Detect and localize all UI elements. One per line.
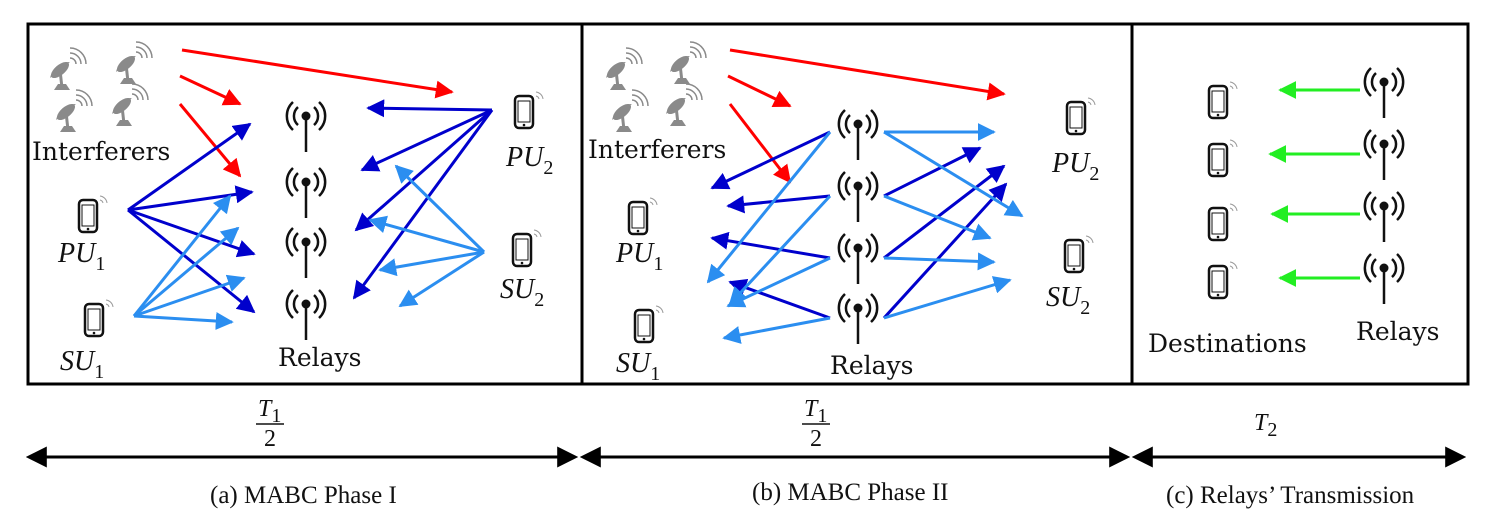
- destination-phone-icon: [1207, 260, 1239, 300]
- interferer-icon: [602, 46, 644, 92]
- pu2-label: PU2: [1051, 148, 1099, 185]
- interferer-icon: [608, 88, 650, 134]
- interferer-icon: [112, 40, 154, 86]
- su2-phone-icon: [1063, 234, 1095, 274]
- svg-text:2: 2: [264, 426, 276, 452]
- interferer-icon: [108, 82, 150, 128]
- pu2-phone-icon: [1065, 96, 1097, 136]
- phase-b-duration-label: T1 2: [802, 396, 830, 452]
- relay-icon: [837, 170, 879, 224]
- relay-icon: [837, 292, 879, 346]
- pu2-uplink-arrows: [352, 99, 494, 300]
- interferer-icon: [52, 88, 94, 134]
- interference-arrows: [727, 48, 1006, 184]
- relay-icon: [285, 288, 327, 342]
- phase-c-duration-label: T2: [1254, 410, 1277, 441]
- interferer-icon: [46, 46, 88, 92]
- relay-icon: [837, 108, 879, 162]
- interference-arrows: [178, 48, 454, 178]
- relay-downlink-su2-arrows: [883, 123, 1024, 320]
- svg-text:T1: T1: [804, 396, 827, 427]
- interferers-label: Interferers: [32, 137, 170, 166]
- su1-label: SU1: [60, 346, 104, 383]
- pu1-phone-icon: [77, 194, 109, 234]
- destination-phone-icon: [1207, 138, 1239, 178]
- relays-label: Relays: [1356, 317, 1439, 346]
- su2-uplink-arrows: [368, 164, 486, 308]
- su1-phone-icon: [633, 304, 665, 344]
- interferers-label: Interferers: [588, 135, 726, 164]
- pu1-phone-icon: [627, 196, 659, 236]
- pu1-label: PU1: [615, 238, 663, 275]
- destinations-label: Destinations: [1148, 329, 1307, 358]
- relay-icon: [285, 100, 327, 154]
- relay-icon: [285, 166, 327, 220]
- relays-label: Relays: [278, 343, 361, 372]
- panel-c-frame: [1130, 22, 1470, 386]
- relay-icon: [1363, 190, 1405, 244]
- su2-phone-icon: [511, 228, 543, 268]
- svg-text:2: 2: [810, 426, 822, 452]
- interferer-icon: [662, 82, 704, 128]
- caption-a: (a) MABC Phase I: [210, 482, 397, 509]
- destination-phone-icon: [1207, 80, 1239, 120]
- panel-c: Destinations Relays: [1148, 66, 1439, 358]
- caption-c: (c) Relays’ Transmission: [1166, 482, 1415, 509]
- su2-label: SU2: [500, 274, 544, 311]
- relay-icon: [837, 232, 879, 286]
- pu1-label: PU1: [57, 238, 105, 275]
- su1-label: SU1: [616, 348, 660, 385]
- phase-a-duration-label: T1 2: [256, 396, 284, 452]
- pu2-label: PU2: [505, 142, 553, 179]
- relay-downlink-su1-arrows: [706, 131, 832, 344]
- su2-label: SU2: [1046, 282, 1090, 319]
- relay-icon: [285, 226, 327, 280]
- interferer-icon: [666, 40, 708, 86]
- timeline: T1 2 T1 2 T2 (a) MABC Phase I (b) MABC P…: [25, 396, 1467, 509]
- relay-icon: [1363, 66, 1405, 120]
- panel-frames: [26, 22, 1470, 386]
- relay-icon: [1363, 252, 1405, 306]
- relay-broadcast-arrows: [1268, 81, 1360, 287]
- destination-phone-icon: [1207, 202, 1239, 242]
- relay-icon: [1363, 128, 1405, 182]
- su1-uplink-arrows: [132, 194, 246, 330]
- panel-b: Interferers: [588, 40, 1099, 385]
- su1-phone-icon: [83, 298, 115, 338]
- pu1-uplink-arrows: [127, 122, 256, 314]
- relay-downlink-pu2-arrows: [882, 146, 1008, 320]
- panel-a: Interferers: [32, 40, 553, 383]
- relay-downlink-pu1-arrows: [710, 130, 831, 320]
- svg-text:T1: T1: [258, 396, 281, 427]
- pu2-phone-icon: [513, 90, 545, 130]
- relays-label: Relays: [830, 351, 913, 380]
- caption-b: (b) MABC Phase II: [752, 479, 949, 506]
